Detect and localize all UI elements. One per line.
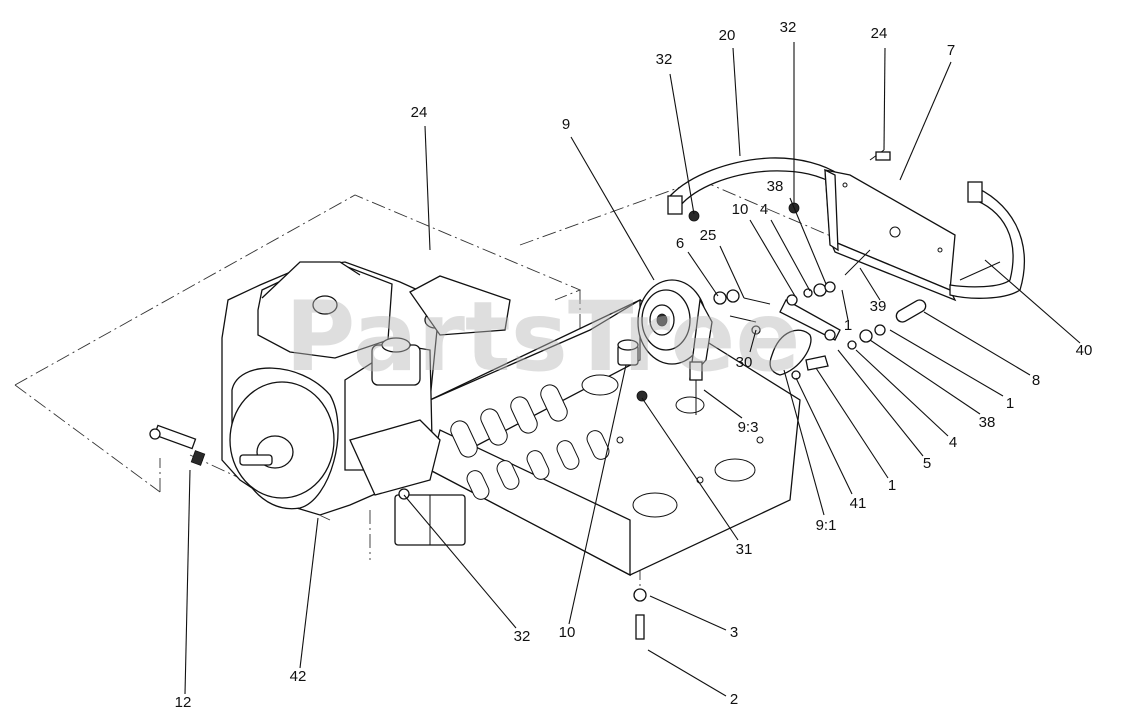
frame-plate [429,298,801,577]
callout-c-1-a: 1 [844,317,852,334]
callout-c-31: 31 [736,541,753,558]
leader-line-c-1-b [889,329,1004,397]
callout-c-1-b: 1 [1006,395,1014,412]
callout-c-3: 3 [730,624,738,641]
leader-lines [184,42,1081,697]
leader-line-c-32-top [669,73,695,215]
leader-line-c-9-3 [703,389,743,419]
callout-c-39: 39 [870,298,887,315]
clutch-pulley [637,279,713,415]
callout-c-24-left: 24 [411,104,428,121]
leader-line-c-31 [641,397,739,541]
leader-line-c-2 [647,649,727,697]
engine [221,261,511,546]
callout-c-9-1: 9:1 [816,517,837,534]
leader-line-c-38-top [789,197,827,285]
leader-line-c-3 [649,595,727,631]
callout-c-30: 30 [736,354,753,371]
callout-c-10-top: 10 [732,201,749,218]
leader-line-c-1-a [841,289,849,321]
leader-line-c-10-bot [568,364,627,625]
callout-c-4-bot: 4 [949,434,957,451]
callout-c-20: 20 [719,27,736,44]
callout-c-10-bot: 10 [559,624,576,641]
leader-line-c-7 [899,61,952,181]
leader-line-c-25 [719,245,745,299]
callout-c-9-top: 9 [562,116,570,133]
leader-line-c-1-c [815,367,889,479]
leader-line-c-24-right [883,47,886,151]
hardware-cluster [398,289,771,640]
leader-line-c-32-bot [403,494,517,629]
callout-c-24-right: 24 [871,25,888,42]
callout-c-6: 6 [676,235,684,252]
leader-line-c-12 [184,469,191,695]
curved-guard [949,181,1025,299]
leader-line-c-10-top [749,219,796,297]
bracket [824,168,957,302]
leader-line-c-39 [859,267,881,301]
leader-line-c-20 [732,47,741,157]
watermark: PartsTree [285,281,800,393]
callout-c-2: 2 [730,691,738,708]
callout-c-4-top: 4 [760,201,768,218]
callout-c-1-c: 1 [888,477,896,494]
callout-c-8: 8 [1032,372,1040,389]
callout-c-12: 12 [175,694,192,711]
leader-line-c-9-top [570,136,655,281]
callout-c-9-3: 9:3 [738,419,759,436]
leader-line-c-9-1 [783,369,825,516]
callout-c-32-bot: 32 [514,628,531,645]
leader-line-c-42 [299,517,319,669]
spacer [617,339,639,366]
fuel-fitting [149,424,206,466]
callout-c-40: 40 [1076,342,1093,359]
leader-line-c-6 [687,251,719,297]
callout-c-25: 25 [700,227,717,244]
leader-line-c-30 [749,329,757,353]
callout-c-7: 7 [947,42,955,59]
callout-c-38-top: 38 [767,178,784,195]
callout-c-32-mid: 32 [780,19,797,36]
callout-c-5: 5 [923,455,931,472]
idler-assembly [769,249,927,380]
leader-line-c-8 [923,311,1031,376]
leader-line-c-24-left [424,125,431,251]
leader-line-c-41 [795,377,853,495]
callout-c-32-top: 32 [656,51,673,68]
leader-line-c-40 [984,259,1081,344]
leader-line-c-38-bot [869,339,981,415]
leader-line-c-4-top [770,219,811,292]
callout-c-38-bot: 38 [979,414,996,431]
callout-c-42: 42 [290,668,307,685]
leader-line-c-4-bot [855,349,949,437]
leader-line-c-5 [837,349,924,457]
callout-c-41: 41 [850,495,867,512]
